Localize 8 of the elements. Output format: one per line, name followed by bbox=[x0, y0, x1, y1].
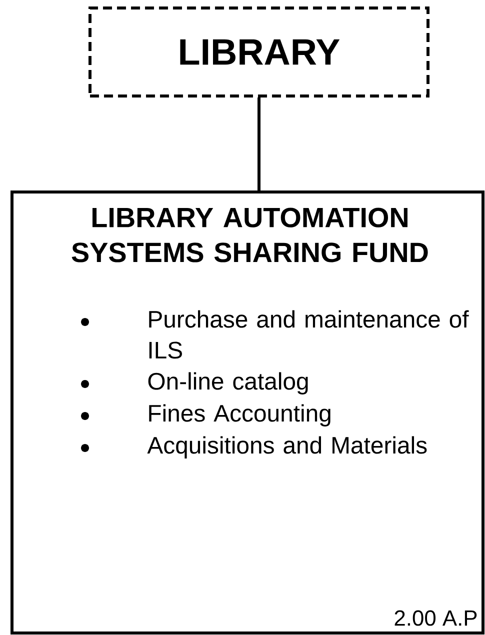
list-item: On-line catalog bbox=[148, 372, 308, 394]
title-box: LIBRARY bbox=[88, 6, 430, 98]
list-item: Acquisitions and Materials bbox=[147, 436, 427, 458]
heading: LIBRARY AUTOMATION SYSTEMS SHARING FUND bbox=[72, 208, 428, 262]
page-number: 2.00 A.P bbox=[394, 610, 477, 626]
list-item: Fines Accounting bbox=[149, 404, 330, 426]
connector-line bbox=[258, 98, 260, 190]
list-item: Purchase and maintenance of ILS bbox=[149, 310, 469, 359]
